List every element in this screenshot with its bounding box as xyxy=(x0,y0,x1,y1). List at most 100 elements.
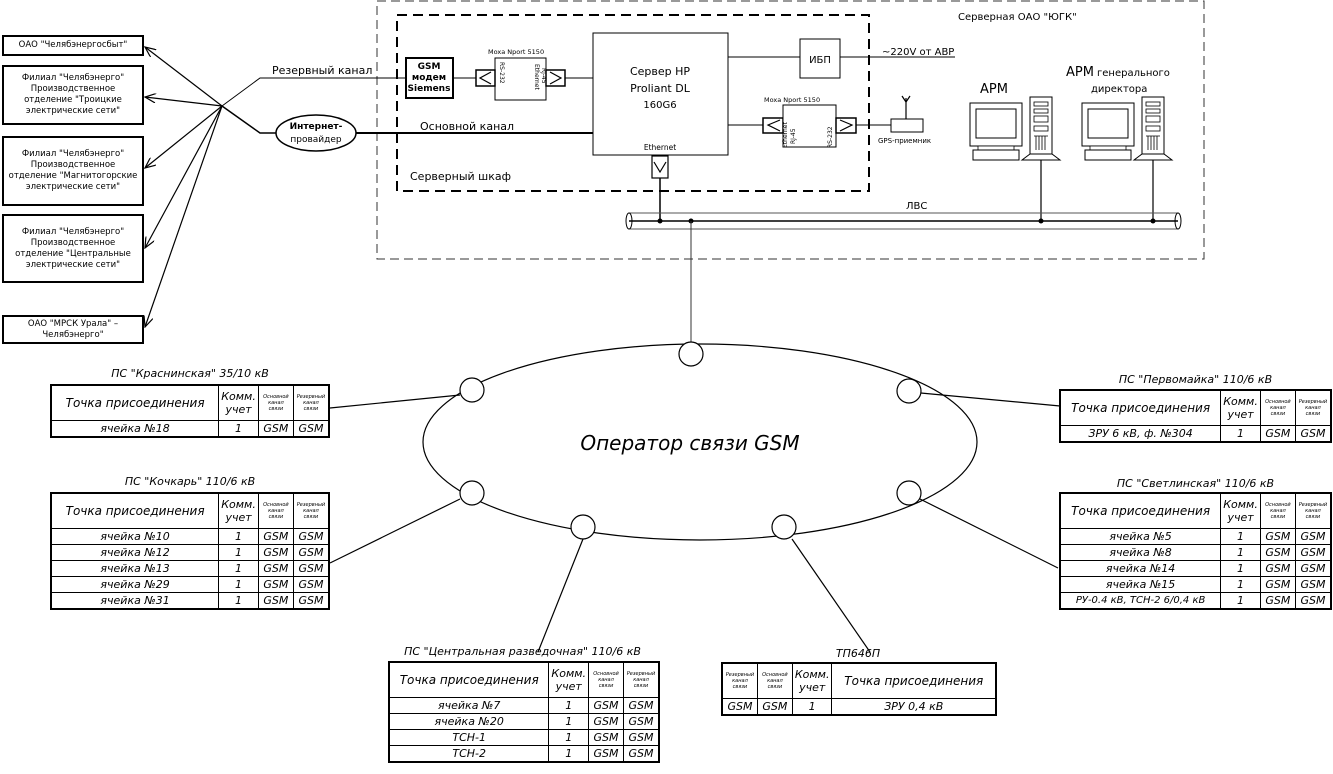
cell-main: GSM xyxy=(1259,544,1296,561)
cell-main: GSM xyxy=(756,698,793,716)
server-label-1: Сервер HP xyxy=(630,65,690,78)
cell-count: 1 xyxy=(218,592,259,610)
cell-main: GSM xyxy=(1259,576,1296,593)
cell-point: ячейка №12 xyxy=(50,544,220,561)
ring-node-lower-left xyxy=(459,480,485,506)
ring-node-bottom-right xyxy=(771,514,797,540)
table-row: ячейка №18 1 GSM GSM xyxy=(50,420,330,438)
gps-label: GPS-приемник xyxy=(878,137,931,145)
table-title-central: ПС "Центральная разведочная" 110/6 кВ xyxy=(404,645,641,658)
cell-main: GSM xyxy=(1259,560,1296,577)
cell-point: ячейка №20 xyxy=(388,713,550,730)
cell-main: GSM xyxy=(257,420,294,438)
cell-backup: GSM xyxy=(623,713,660,730)
rs232-connector-icon xyxy=(475,69,496,87)
cell-backup: GSM xyxy=(292,528,330,545)
cell-point: ЗРУ 6 кВ, ф. №304 xyxy=(1059,425,1222,443)
workstation-2-label-rest1: генерального xyxy=(1097,68,1170,79)
header-comm: Комм.учет xyxy=(548,661,590,698)
rs232-connector-right-icon xyxy=(835,117,857,134)
cell-count: 1 xyxy=(218,544,259,561)
gsm-modem-label-1: GSM xyxy=(418,62,441,72)
moxa-left-title: Moxa Nport 5150 xyxy=(488,48,544,56)
ring-node-upper-right xyxy=(896,378,922,404)
cell-point: ячейка №14 xyxy=(1059,560,1222,577)
ring-links xyxy=(329,391,1061,653)
main-channel-label: Основной канал xyxy=(420,120,514,133)
org-box-central: Филиал "Челябэнерго" Производственное от… xyxy=(2,214,144,283)
header-point: Точка присоединения xyxy=(50,384,220,421)
cell-count: 1 xyxy=(218,576,259,593)
header-point: Точка присоединения xyxy=(388,661,550,698)
cell-main: GSM xyxy=(257,560,294,577)
server-room-title: Серверная ОАО "ЮГК" xyxy=(958,12,1077,23)
cell-count: 1 xyxy=(548,745,590,763)
cell-backup: GSM xyxy=(292,592,330,610)
cell-main: GSM xyxy=(588,713,624,730)
cell-count: 1 xyxy=(791,698,833,716)
lan-bus xyxy=(625,212,1182,230)
cell-count: 1 xyxy=(1220,560,1261,577)
workstation-2-icon xyxy=(1081,96,1174,161)
gsm-modem-box xyxy=(405,57,454,99)
isp-label-1: Интернет- xyxy=(290,122,343,132)
server-box xyxy=(592,32,729,156)
cell-count: 1 xyxy=(548,729,590,746)
gsm-operator-label: Оператор связи GSM xyxy=(580,431,799,455)
cell-count: 1 xyxy=(1220,425,1261,443)
server-room-boundary xyxy=(376,0,1205,260)
cell-point: ЗРУ 0,4 кВ xyxy=(831,698,997,716)
lan-label: ЛВС xyxy=(906,201,927,212)
isp-link-line xyxy=(221,105,276,134)
cell-count: 1 xyxy=(548,697,590,714)
cell-backup: GSM xyxy=(623,745,660,763)
ring-node-bottom-left xyxy=(570,514,596,540)
table-title-tp646p: ТП646П xyxy=(835,647,881,660)
org-arrows xyxy=(145,47,223,327)
cell-count: 1 xyxy=(218,528,259,545)
cell-main: GSM xyxy=(257,528,294,545)
moxa-right-port-a1: Ethernet xyxy=(782,122,789,148)
moxa-right-port-b: RS-232 xyxy=(827,126,834,148)
cell-backup: GSM xyxy=(292,420,330,438)
header-point: Точка присоединения xyxy=(1059,389,1222,426)
header-comm: Комм.учет xyxy=(1220,492,1261,529)
cell-point: ячейка №15 xyxy=(1059,576,1222,593)
table-title-kochkar: ПС "Кочкарь" 110/6 кВ xyxy=(124,475,256,488)
table-title-krasninskaya: ПС "Краснинская" 35/10 кВ xyxy=(111,367,269,380)
ups-box xyxy=(799,38,841,79)
cell-point: ячейка №5 xyxy=(1059,528,1222,545)
server-ethernet-connector-icon xyxy=(651,155,669,179)
cell-point: ячейка №7 xyxy=(388,697,550,714)
moxa-left-port-b1: Ethernet xyxy=(533,64,540,90)
workstation-1-icon xyxy=(969,96,1062,161)
server-cabinet-boundary xyxy=(396,14,870,192)
ring-node-upper-left xyxy=(459,377,485,403)
header-comm: Комм.учет xyxy=(791,662,833,699)
antenna-icon xyxy=(901,95,911,104)
cell-backup: GSM xyxy=(292,576,330,593)
cell-count: 1 xyxy=(1220,576,1261,593)
gsm-modem-label-2: модем xyxy=(412,73,446,83)
